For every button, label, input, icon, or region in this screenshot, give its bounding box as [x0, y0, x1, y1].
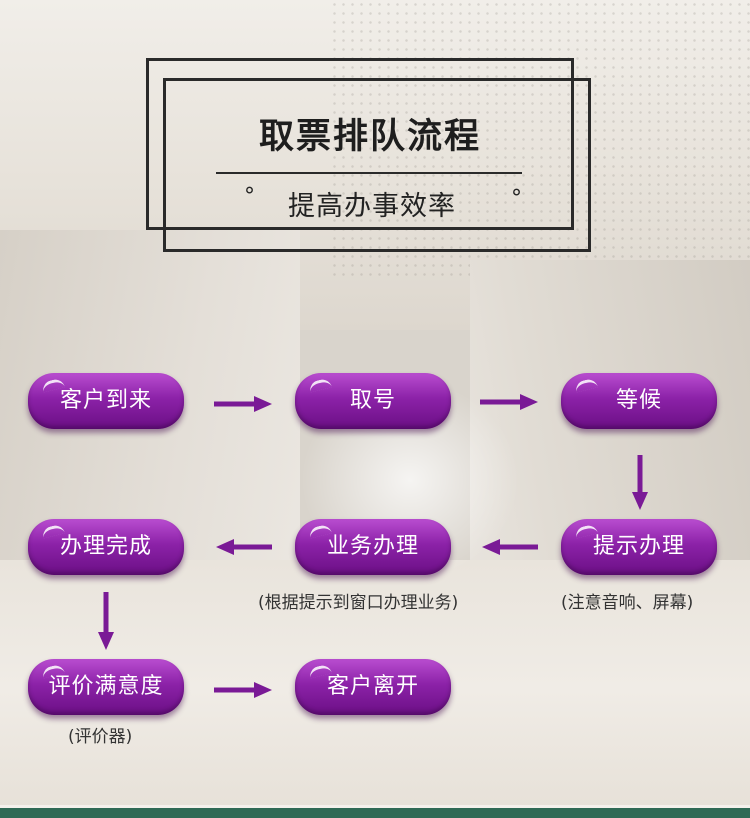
note-business: (根据提示到窗口办理业务) — [258, 593, 459, 613]
arrow-left-icon — [482, 539, 538, 555]
step-business: 业务办理 — [295, 519, 451, 575]
note-prompt: (注意音响、屏幕) — [561, 593, 694, 613]
bullet-right: ° — [511, 186, 522, 211]
step-complete: 办理完成 — [28, 519, 184, 575]
step-prompt: 提示办理 — [561, 519, 717, 575]
step-take-number: 取号 — [295, 373, 451, 429]
step-rate-satisfaction: 评价满意度 — [28, 659, 184, 715]
subtitle-row: ° 提高办事效率 ° — [216, 180, 522, 222]
arrow-right-icon — [214, 396, 272, 412]
title-divider — [216, 172, 522, 174]
note-rate: (评价器) — [68, 727, 133, 747]
arrow-left-icon — [216, 539, 272, 555]
arrow-right-icon — [480, 394, 538, 410]
bullet-left: ° — [244, 184, 255, 209]
arrow-down-icon — [632, 455, 648, 510]
step-customer-leave: 客户离开 — [295, 659, 451, 715]
step-customer-arrive: 客户到来 — [28, 373, 184, 429]
arrow-right-icon — [214, 682, 272, 698]
title-frame-back — [146, 58, 574, 230]
step-wait: 等候 — [561, 373, 717, 429]
title-frame-front — [163, 78, 591, 252]
page-subtitle: 提高办事效率 — [288, 191, 456, 222]
arrow-down-icon — [98, 592, 114, 650]
page-title: 取票排队流程 — [258, 117, 481, 157]
bottom-stripe — [0, 808, 750, 818]
